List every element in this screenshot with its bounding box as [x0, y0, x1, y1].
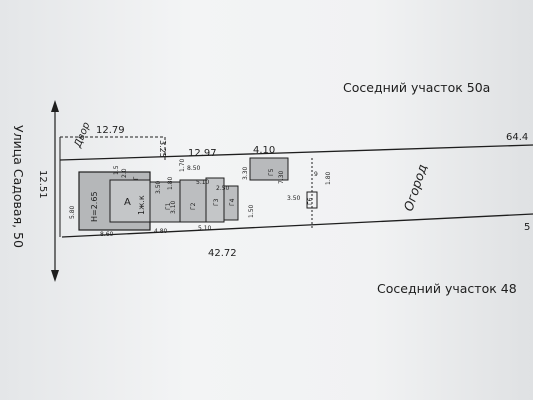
outbuilding-g1 — [149, 181, 181, 223]
dim-bottom-a: 8.60 — [100, 231, 114, 238]
outbuilding-g2 — [179, 179, 207, 223]
svg-text:Г4: Г4 — [229, 198, 236, 206]
dim-mid-top: 12.97 — [188, 148, 217, 159]
top-boundary-line — [59, 144, 533, 161]
zone-yard-label: Двор — [72, 121, 92, 150]
dim-yard-side: 3.25 — [158, 140, 167, 158]
yard-dashed-outline — [60, 136, 166, 161]
shed-shape — [249, 157, 289, 181]
street-label: Улица Садовая, 50 — [11, 125, 26, 248]
svg-text:1.80: 1.80 — [325, 171, 332, 185]
house-letter: А — [124, 197, 131, 208]
svg-text:2.0: 2.0 — [121, 168, 128, 178]
dim-right-edge: 5 — [524, 222, 530, 233]
svg-text:Г6: Г6 — [307, 197, 314, 205]
neighbor-top-label: Соседний участок 50а — [343, 80, 490, 95]
svg-text:1.80: 1.80 — [167, 176, 174, 190]
svg-text:5.10: 5.10 — [196, 179, 210, 186]
dim-right-top: 64.4 — [506, 132, 528, 143]
svg-text:Г5: Г5 — [268, 168, 275, 176]
svg-text:Г3: Г3 — [213, 198, 220, 206]
svg-text:7.30: 7.30 — [278, 170, 285, 184]
svg-text:Г1: Г1 — [165, 202, 172, 210]
dim-bottom-c: 5.10 — [198, 225, 212, 232]
svg-text:3.50: 3.50 — [155, 180, 162, 194]
house-height: Н=2.65 — [90, 191, 99, 222]
svg-text:3.10: 3.10 — [170, 200, 177, 214]
house-type: 1ж.к — [137, 195, 146, 215]
dim-total-bottom: 42.72 — [208, 248, 237, 259]
neighbor-bottom-label: Соседний участок 48 — [377, 281, 517, 296]
dim-left-side: 12.51 — [37, 170, 48, 199]
dim-yard-top: 12.79 — [96, 125, 125, 136]
svg-text:3.50: 3.50 — [287, 195, 301, 202]
svg-text:Г: Г — [133, 176, 140, 180]
zone-garden-label: Огород — [401, 162, 430, 213]
svg-text:1.5: 1.5 — [113, 165, 120, 175]
bottom-boundary-line — [61, 213, 533, 238]
dim-shed-top: 4.10 — [253, 145, 275, 156]
svg-text:8.50: 8.50 — [187, 165, 201, 172]
svg-text:2.50: 2.50 — [216, 185, 230, 192]
small-dimension-labels: 2.0 1.5 8.50 3.50 3.10 1.80 5.10 5.80 3.… — [69, 158, 332, 219]
arrow-up-icon — [51, 100, 59, 112]
house-a-inner — [109, 179, 151, 223]
svg-text:1.70: 1.70 — [179, 158, 186, 172]
arrow-down-icon — [51, 270, 59, 282]
dim-bottom-b: 4.80 — [154, 228, 168, 235]
outbuilding-g4 — [223, 185, 239, 221]
svg-text:5.80: 5.80 — [69, 205, 76, 219]
dim-bottom-d: 1.50 — [248, 204, 255, 218]
svg-text:Г2: Г2 — [190, 202, 197, 210]
svg-text:3.30: 3.30 — [242, 166, 249, 180]
svg-text:9: 9 — [314, 171, 318, 178]
